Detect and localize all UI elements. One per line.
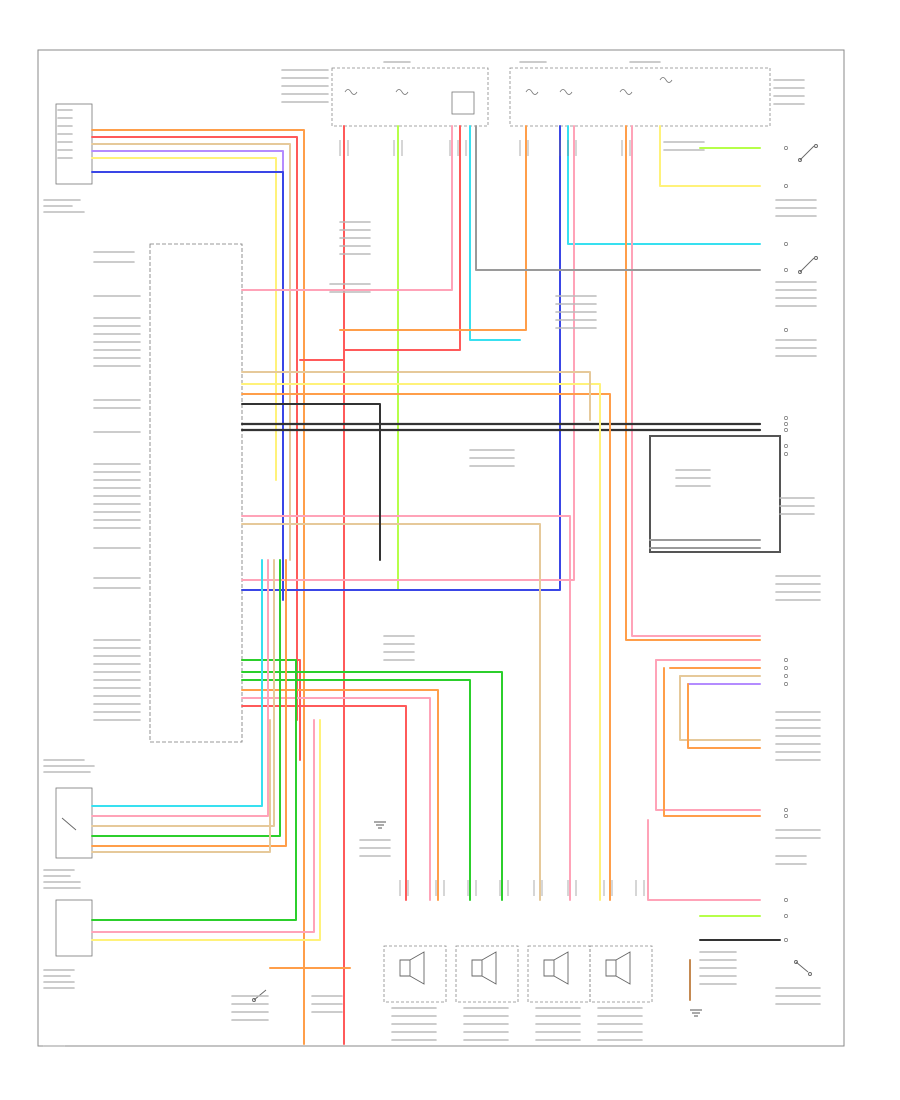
- rear-module-connector: [55, 787, 93, 859]
- audio-unit-connector: [149, 243, 243, 743]
- connector-icon: [784, 146, 788, 942]
- label-placeholders: [43, 61, 821, 1047]
- connector-pins: [339, 140, 645, 896]
- speaker-icon: [399, 951, 631, 985]
- fuse-icons: [344, 77, 673, 115]
- fuse-junction-box: [331, 67, 771, 127]
- ground-icon: [374, 821, 702, 1017]
- diagram-frame: [37, 49, 845, 1047]
- radio-connector-top: [55, 103, 93, 185]
- bottom-left-connector: [55, 899, 93, 957]
- wire-group: [91, 125, 781, 1045]
- speaker-group: [383, 945, 653, 1003]
- right-connector-1: [649, 435, 781, 553]
- switch-icon: [61, 144, 818, 1002]
